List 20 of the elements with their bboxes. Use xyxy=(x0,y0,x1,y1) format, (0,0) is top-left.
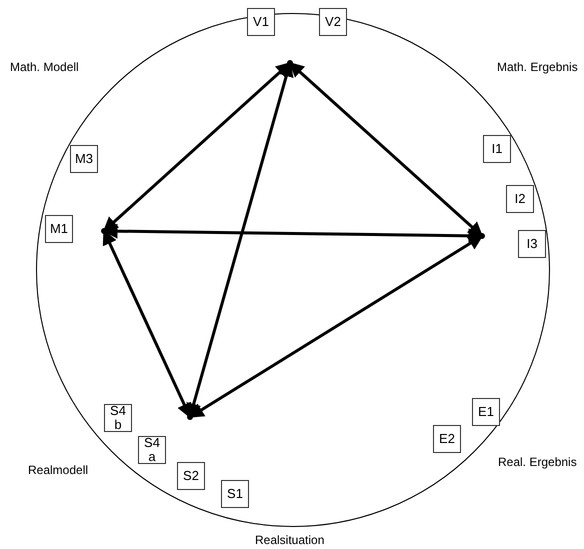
label-box: S2 xyxy=(177,462,205,490)
label-box: S4 b xyxy=(104,404,132,432)
label-box: S4 a xyxy=(138,436,166,464)
label-box: I2 xyxy=(506,185,534,213)
label-box: M3 xyxy=(70,145,98,173)
double-arrow xyxy=(102,230,192,418)
label-box: V1 xyxy=(247,8,275,36)
label-box: E1 xyxy=(472,398,500,426)
label-box: I1 xyxy=(483,135,511,163)
sector-label: Realsituation xyxy=(255,533,324,547)
sector-label: Realmodell xyxy=(28,463,88,477)
junction-dot xyxy=(287,60,293,66)
label-box: S1 xyxy=(221,480,249,508)
sector-label: Real. Ergebnis xyxy=(498,455,577,469)
label-box: E2 xyxy=(433,425,461,453)
label-box: M1 xyxy=(45,215,73,243)
sector-label: Math. Modell xyxy=(10,60,79,74)
label-box: V2 xyxy=(319,8,347,36)
sector-label: Math. Ergebnis xyxy=(497,60,578,74)
label-box: I3 xyxy=(518,230,546,258)
